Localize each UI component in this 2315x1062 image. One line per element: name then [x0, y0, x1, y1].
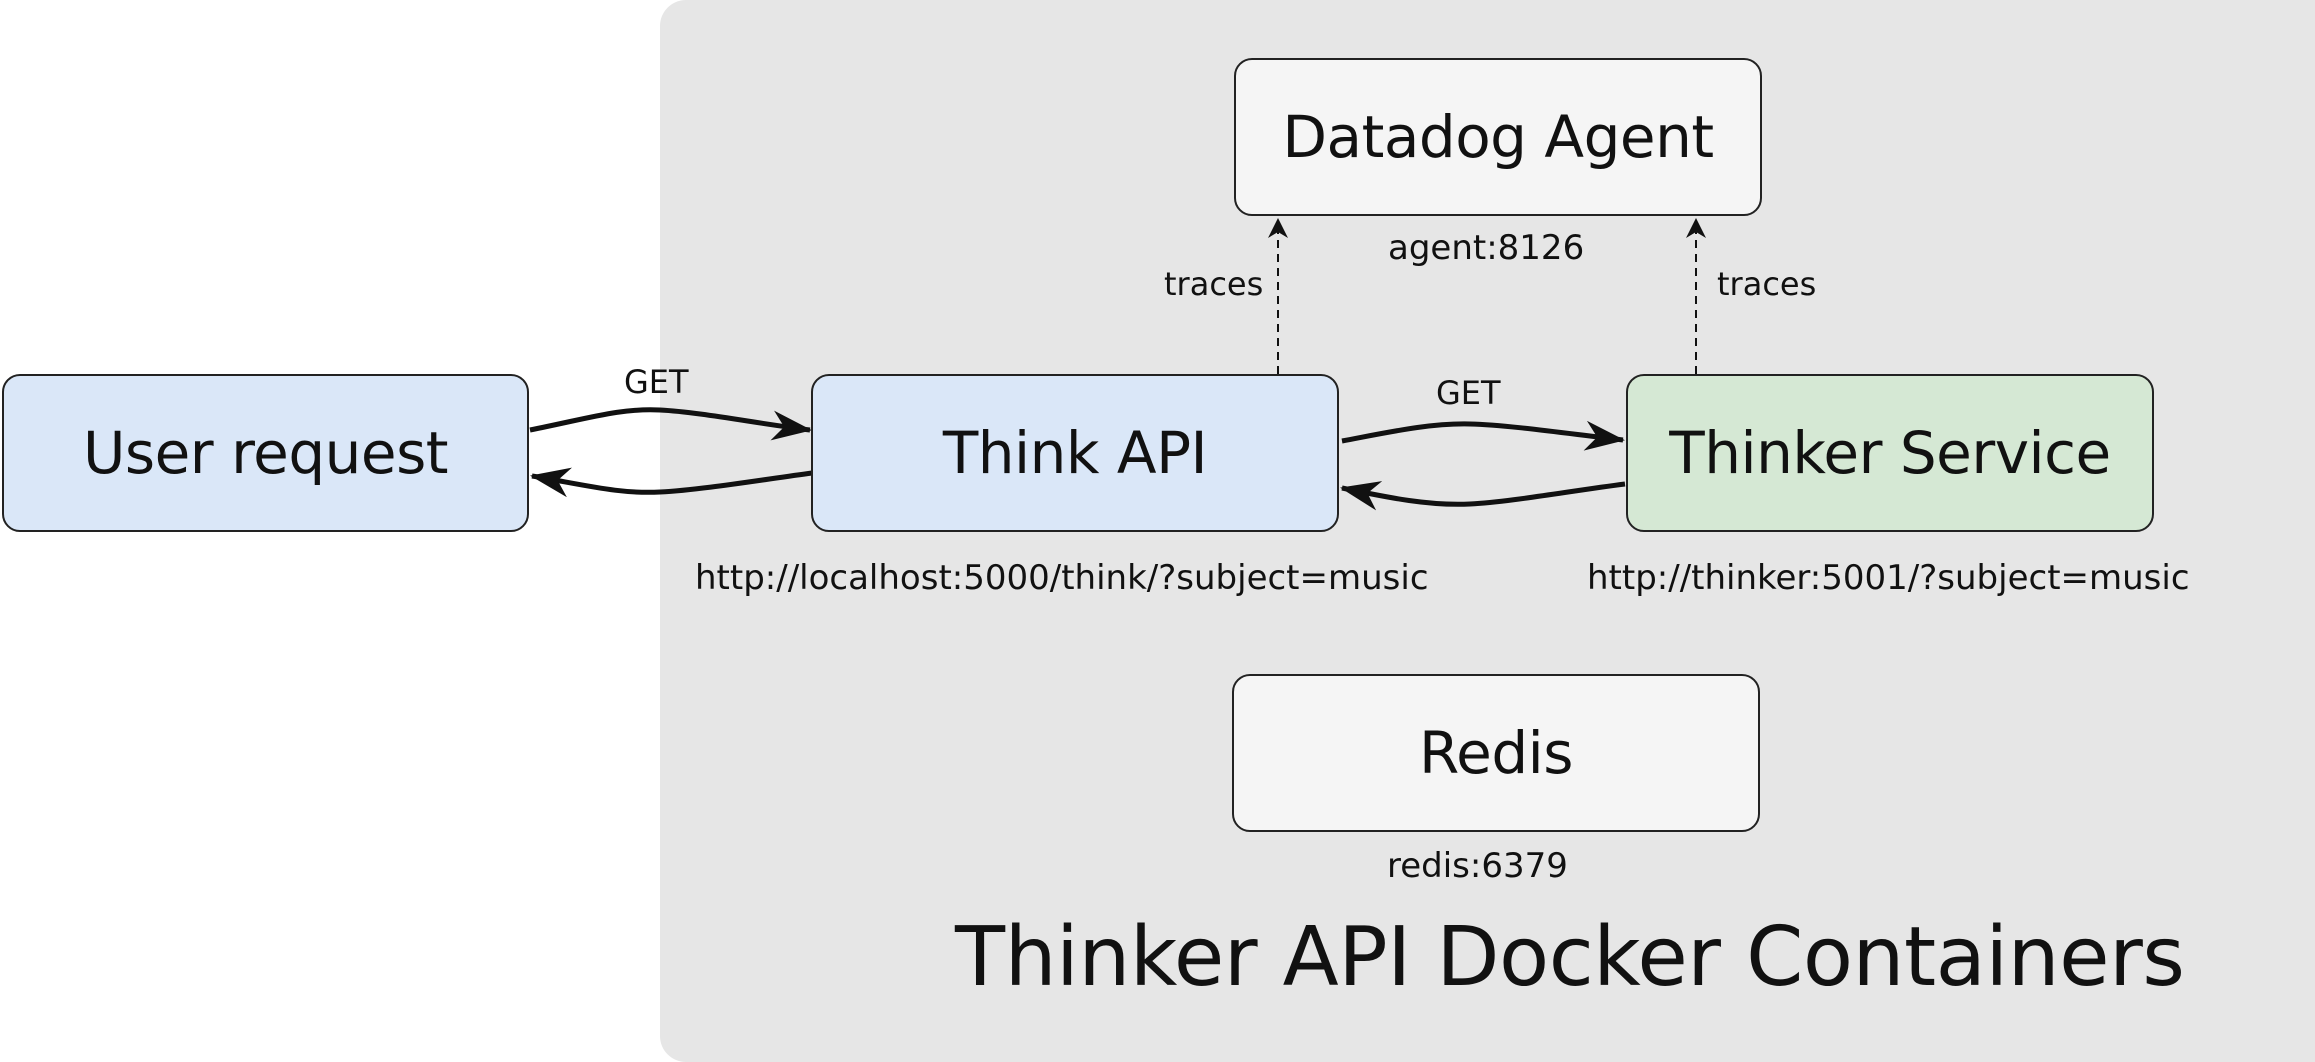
think-api-label: Think API	[942, 419, 1208, 487]
edge-api-to-thinker	[1341, 420, 1625, 451]
datadog-agent-label: Datadog Agent	[1282, 103, 1714, 171]
think-api-node: Think API	[811, 374, 1339, 532]
redis-label: Redis	[1418, 719, 1574, 787]
redis-address-label: redis:6379	[1387, 846, 1568, 886]
traces-thinker-label: traces	[1717, 265, 1817, 303]
user-request-label: User request	[82, 419, 449, 487]
container-group-title: Thinker API Docker Containers	[955, 910, 2185, 1005]
edge-thinker-to-api	[1340, 481, 1626, 511]
get-api-to-thinker-label: GET	[1436, 374, 1501, 412]
thinker-url-label: http://thinker:5001/?subject=music	[1587, 558, 2190, 598]
get-user-to-api-label: GET	[624, 363, 689, 401]
think-api-url-label: http://localhost:5000/think/?subject=mus…	[695, 558, 1429, 598]
datadog-agent-node: Datadog Agent	[1234, 58, 1762, 216]
thinker-service-node: Thinker Service	[1626, 374, 2154, 532]
thinker-service-label: Thinker Service	[1669, 419, 2111, 487]
user-request-node: User request	[2, 374, 529, 532]
edge-user-to-api	[529, 407, 812, 441]
redis-node: Redis	[1232, 674, 1760, 832]
agent-address-label: agent:8126	[1388, 228, 1585, 268]
traces-api-label: traces	[1164, 265, 1264, 303]
edge-api-to-user	[530, 467, 813, 498]
